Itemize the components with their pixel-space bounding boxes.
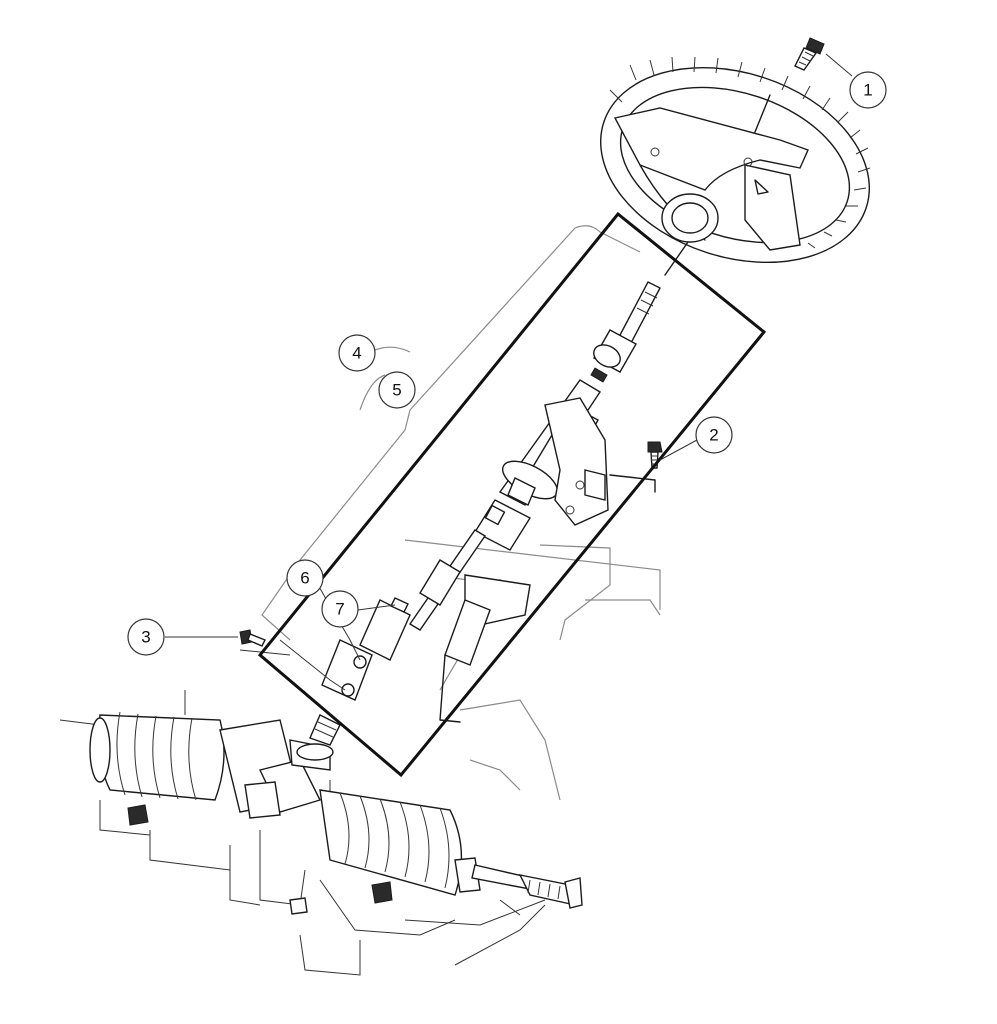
callout-2: 2 [695, 416, 733, 454]
callout-6-label: 6 [300, 569, 309, 588]
callout-3-label: 3 [141, 628, 150, 647]
callout-4: 4 [338, 334, 376, 372]
callout-1: 1 [849, 71, 887, 109]
right-bellows [319, 789, 463, 896]
callout-3: 3 [127, 618, 165, 656]
callout-5-label: 5 [392, 381, 401, 400]
steering-wheel [600, 56, 871, 276]
callout-6: 6 [286, 559, 324, 597]
callout-7-label: 7 [335, 600, 344, 619]
intermediate-shaft [309, 477, 536, 746]
callout-1-label: 1 [863, 81, 872, 100]
steering-rack [89, 711, 583, 915]
callout-4-label: 4 [352, 344, 361, 363]
callout-2-label: 2 [709, 426, 718, 445]
steering-shaft [590, 281, 661, 383]
callout-7: 7 [321, 590, 359, 628]
left-bellows [89, 711, 225, 801]
rack-pinion-bolt [239, 629, 266, 647]
highlight-box [257, 211, 767, 778]
wheel-bolt [794, 37, 825, 71]
callout-5: 5 [378, 371, 416, 409]
steering-column [498, 379, 656, 526]
wheel-grip-ridges [609, 56, 871, 249]
